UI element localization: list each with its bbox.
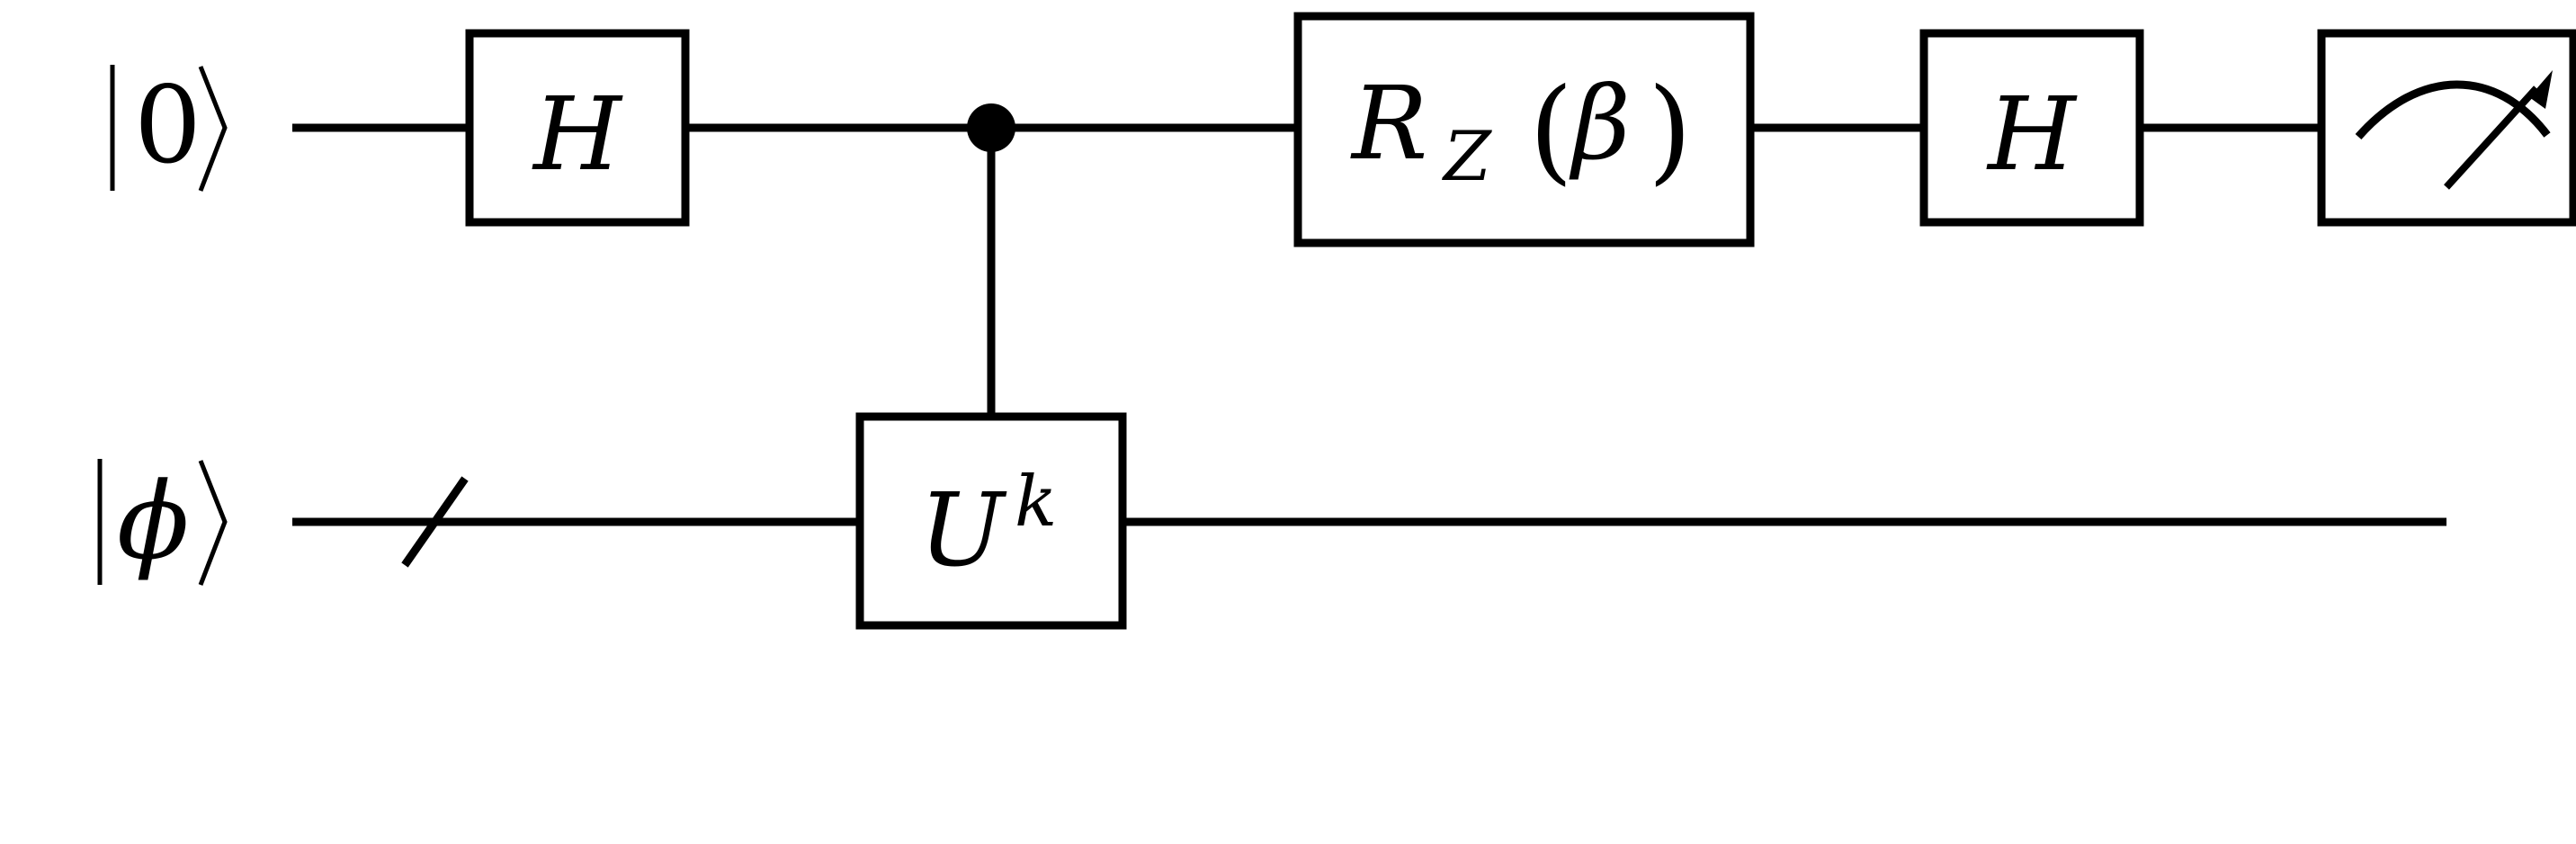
- hadamard-gate-2-label: H: [1986, 76, 2078, 193]
- hadamard-gate-1-label: H: [532, 76, 623, 193]
- rz-gate-subscript: Z: [1442, 116, 1492, 196]
- u-gate-exponent-label: k: [1015, 462, 1057, 543]
- ket-label-phi: ϕ: [97, 459, 228, 586]
- rz-gate: R Z ( β ): [1293, 12, 1755, 247]
- bundle-slash-icon: [401, 476, 469, 568]
- u-gate-base-label: U: [919, 472, 1007, 589]
- ket-phi-value: ϕ: [117, 459, 189, 583]
- rz-gate-paren-open: (: [1529, 64, 1573, 196]
- rz-gate-paren-close: ): [1648, 64, 1692, 196]
- rz-gate-argument: β: [1569, 66, 1631, 183]
- hadamard-gate-2: H: [1919, 29, 2144, 227]
- rz-gate-symbol: R: [1350, 66, 1427, 183]
- control-dot-icon: [967, 103, 1015, 152]
- controlled-u-gate: U k: [855, 412, 1127, 630]
- hadamard-gate-1: H: [465, 29, 690, 227]
- ket-label-0: 0: [110, 63, 228, 192]
- ket-0-value: 0: [134, 63, 201, 187]
- measurement-meter-icon: [2355, 70, 2553, 190]
- measurement-gate: [2317, 29, 2576, 227]
